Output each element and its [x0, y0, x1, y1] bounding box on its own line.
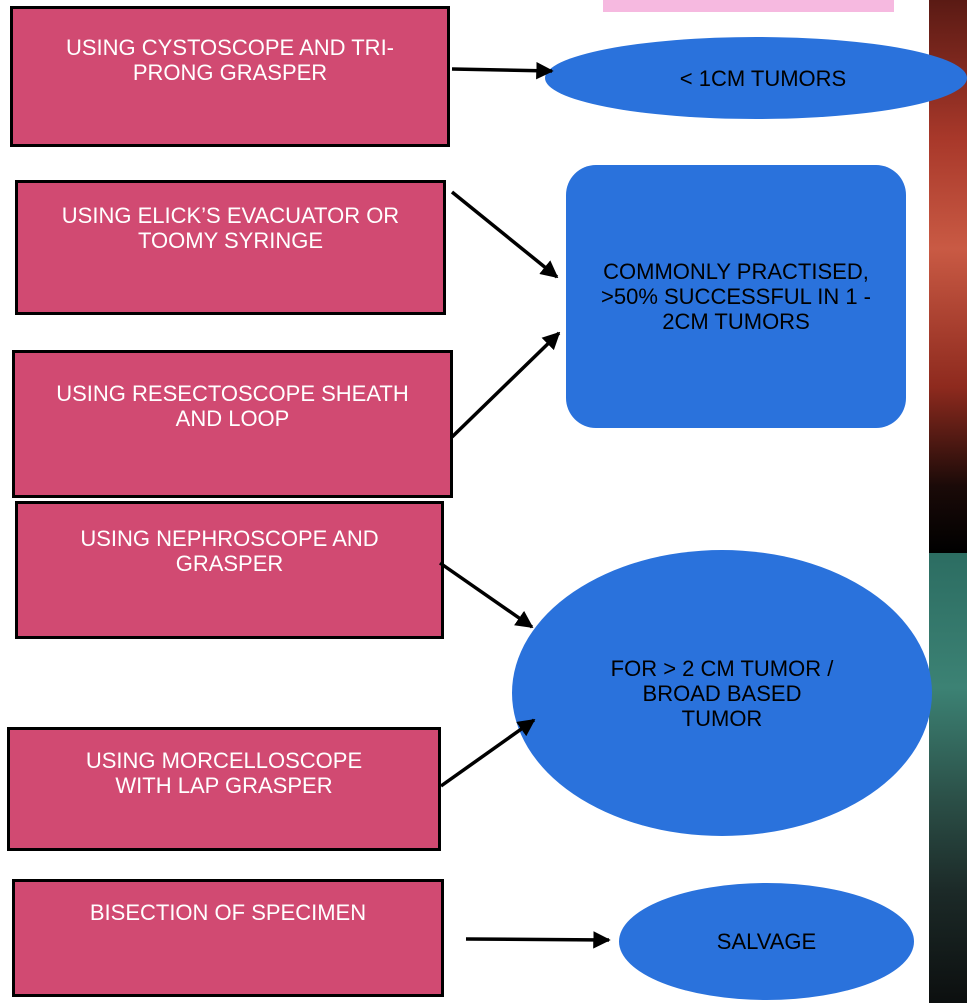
outcome-under-1cm: < 1CM TUMORS	[545, 37, 967, 119]
outcome-label: FOR > 2 CM TUMOR / BROAD BASED TUMOR	[610, 655, 834, 731]
surgery-photo	[929, 553, 967, 1003]
method-label: USING CYSTOSCOPE AND TRI-PRONG GRASPER	[65, 35, 395, 85]
outcome-label: < 1CM TUMORS	[679, 65, 847, 91]
arrow-bisection	[465, 931, 611, 949]
method-box-cystoscope: USING CYSTOSCOPE AND TRI-PRONG GRASPER	[10, 6, 450, 147]
method-box-resectoscope: USING RESECTOSCOPE SHEATH AND LOOP	[12, 350, 453, 498]
method-box-bisection: BISECTION OF SPECIMEN	[12, 879, 444, 997]
outcome-salvage: SALVAGE	[619, 883, 914, 1000]
arrow-cystoscope	[451, 61, 554, 80]
outcome-label: COMMONLY PRACTISED, >50% SUCCESSFUL IN 1…	[601, 259, 871, 334]
method-box-elick-evacuator: USING ELICK’S EVACUATOR OR TOOMY SYRINGE	[15, 180, 446, 315]
arrow-resectoscope	[450, 331, 561, 439]
method-label: USING NEPHROSCOPE AND GRASPER	[80, 526, 379, 576]
method-label: BISECTION OF SPECIMEN	[89, 900, 367, 925]
outcome-over-2cm: FOR > 2 CM TUMOR / BROAD BASED TUMOR	[512, 550, 932, 836]
outcome-commonly-practised: COMMONLY PRACTISED, >50% SUCCESSFUL IN 1…	[566, 165, 906, 428]
pink-header-tab	[603, 0, 894, 12]
method-label: USING MORCELLOSCOPE WITH LAP GRASPER	[85, 748, 363, 798]
arrow-morcelloscope	[439, 718, 536, 788]
method-box-morcelloscope: USING MORCELLOSCOPE WITH LAP GRASPER	[7, 727, 441, 851]
method-label: USING RESECTOSCOPE SHEATH AND LOOP	[56, 381, 409, 431]
arrow-nephroscope	[439, 561, 534, 629]
outcome-label: SALVAGE	[716, 929, 817, 954]
method-label: USING ELICK’S EVACUATOR OR TOOMY SYRINGE	[61, 203, 400, 253]
arrow-elick	[450, 190, 559, 279]
method-box-nephroscope: USING NEPHROSCOPE AND GRASPER	[15, 501, 444, 639]
